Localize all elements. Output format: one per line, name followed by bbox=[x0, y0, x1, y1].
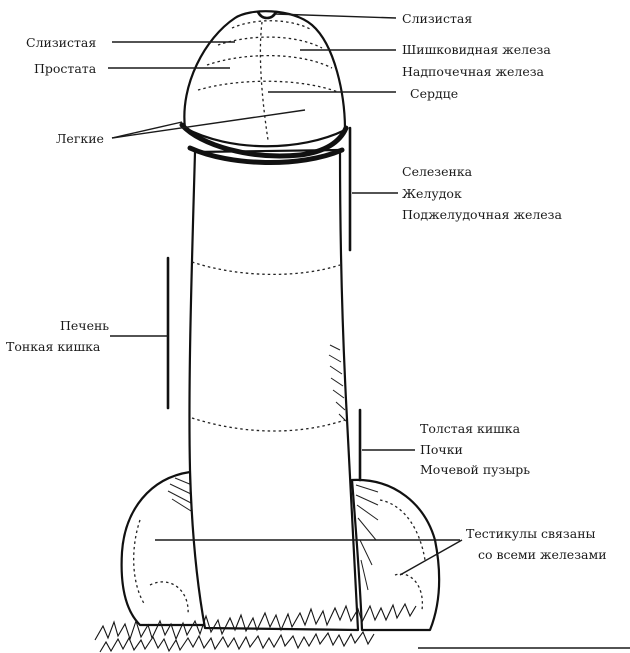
glans-tip bbox=[256, 10, 278, 20]
glans-center-line bbox=[259, 21, 269, 141]
label-pineal-gland: Шишковидная железа bbox=[402, 42, 551, 57]
right-testicle-shading bbox=[355, 484, 379, 591]
leader-lungs-2 bbox=[111, 109, 306, 139]
label-testicles-line-2: со всеми железами bbox=[478, 547, 607, 562]
label-mucosa-left: Слизистая bbox=[26, 35, 96, 50]
label-kidneys: Почки bbox=[420, 442, 463, 457]
left-testicle-shading bbox=[167, 477, 193, 512]
pubic-hair bbox=[94, 602, 417, 653]
label-lungs: Легкие bbox=[56, 131, 104, 146]
label-bladder: Мочевой пузырь bbox=[420, 462, 530, 477]
corona-band-lower bbox=[187, 145, 345, 166]
shaft-division-1 bbox=[191, 261, 341, 276]
right-testicle bbox=[350, 478, 441, 632]
label-liver: Печень bbox=[60, 318, 109, 333]
label-pancreas: Поджелудочная железа bbox=[402, 207, 562, 222]
right-testicle-inner bbox=[379, 499, 426, 611]
label-prostate: Простата bbox=[34, 61, 97, 76]
label-mucosa-top: Слизистая bbox=[402, 11, 472, 26]
corona-band bbox=[179, 122, 349, 159]
label-adrenal-gland: Надпочечная железа bbox=[402, 64, 545, 79]
label-heart: Сердце bbox=[410, 86, 458, 101]
label-large-intestine: Толстая кишка bbox=[420, 421, 521, 436]
glans-zone-4 bbox=[197, 80, 339, 93]
leader-lungs-1 bbox=[111, 121, 183, 139]
shaft bbox=[188, 148, 360, 632]
label-spleen: Селезенка bbox=[402, 164, 473, 179]
label-small-intestine: Тонкая кишка bbox=[6, 339, 101, 354]
shaft-division-2 bbox=[191, 417, 346, 432]
label-stomach: Желудок bbox=[402, 186, 462, 201]
glans bbox=[183, 10, 347, 148]
left-testicle-inner bbox=[133, 519, 189, 616]
shaft-shading bbox=[328, 344, 348, 423]
leader-testicles-right bbox=[399, 539, 463, 576]
glans-zone-1 bbox=[231, 20, 313, 31]
leader-top-right bbox=[274, 13, 397, 19]
label-testicles-line-1: Тестикулы связаны bbox=[466, 526, 596, 541]
